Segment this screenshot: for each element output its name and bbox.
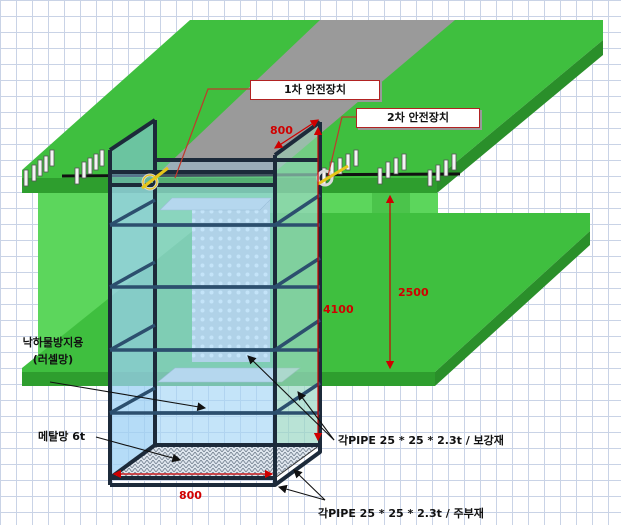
annotation-arrows [49, 355, 335, 501]
studs-left [23, 149, 105, 187]
second-safety-leader [327, 116, 356, 177]
dim-label-top-800: 800 [270, 124, 293, 137]
dim-label-2500: 2500 [398, 286, 429, 299]
inner-shelf-top [159, 197, 273, 211]
dim-label-4100: 4100 [323, 303, 354, 316]
first-safety-callout: 1차 안전장치 [250, 80, 380, 100]
main-pipe-label: 각PIPE 25 * 25 * 2.3t / 주부재 [318, 507, 484, 520]
reinforcement-pipe-label: 각PIPE 25 * 25 * 2.3t / 보강재 [338, 434, 504, 447]
fall-prevention-label: 낙하물방지용 (러셀망) [8, 334, 98, 368]
fall-prevention-line2: (러셀망) [32, 353, 74, 366]
dim-label-bottom-800: 800 [179, 489, 202, 502]
studs-right [427, 153, 457, 187]
dim-top-800 [273, 119, 320, 149]
studs-middle [321, 149, 407, 185]
reinforcement-rails [109, 193, 321, 415]
second-safety-callout: 2차 안전장치 [356, 108, 480, 128]
perforated-plate [192, 200, 270, 362]
first-safety-hook [141, 166, 169, 191]
first-safety-leader [174, 88, 250, 179]
metal-mesh-label: 메탈망 6t [38, 430, 86, 443]
fall-prevention-line1: 낙하물방지용 [22, 336, 84, 349]
dimension-lines [112, 119, 395, 479]
